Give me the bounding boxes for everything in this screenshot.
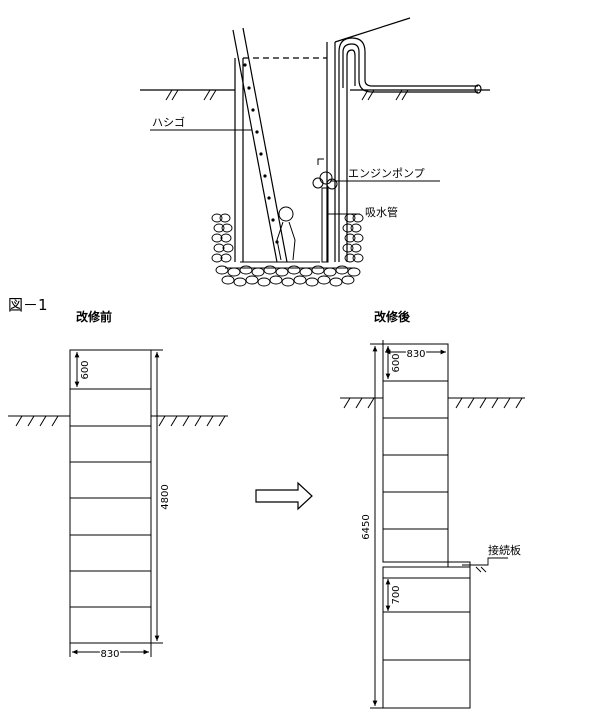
- before-dim-top: 600: [80, 360, 91, 379]
- before-dim-height: 4800: [160, 484, 171, 509]
- pump-label: エンジンポンプ: [348, 167, 425, 180]
- discharge-hose: [338, 37, 482, 262]
- ladder: [232, 27, 288, 263]
- well-wall-right: [326, 42, 336, 262]
- figure-number: 図－1: [8, 296, 48, 314]
- after-dim-splice: 700: [391, 585, 402, 604]
- before-well-diagram: [8, 349, 228, 657]
- after-dim-height: 6450: [361, 514, 372, 539]
- transition-arrow: [255, 481, 313, 511]
- ground-line-left: [140, 89, 235, 101]
- gravel-bed: [211, 213, 364, 287]
- ground-line-right: [350, 89, 490, 101]
- after-title: 改修後: [374, 309, 411, 324]
- suction-pipe-label: 吸水管: [365, 205, 398, 219]
- well-wall-left: [234, 58, 244, 262]
- well-illustration: [140, 17, 490, 287]
- before-dim-width: 830: [100, 649, 119, 660]
- after-well-diagram: [340, 340, 525, 709]
- engine-pump: [312, 158, 338, 263]
- worker-figure: [276, 206, 296, 261]
- splice-plate-label: 接続板: [488, 543, 521, 557]
- after-dim-top: 600: [391, 353, 402, 372]
- after-dim-width: 830: [406, 349, 425, 360]
- ladder-label: ハシゴ: [152, 115, 185, 129]
- before-title: 改修前: [76, 309, 112, 324]
